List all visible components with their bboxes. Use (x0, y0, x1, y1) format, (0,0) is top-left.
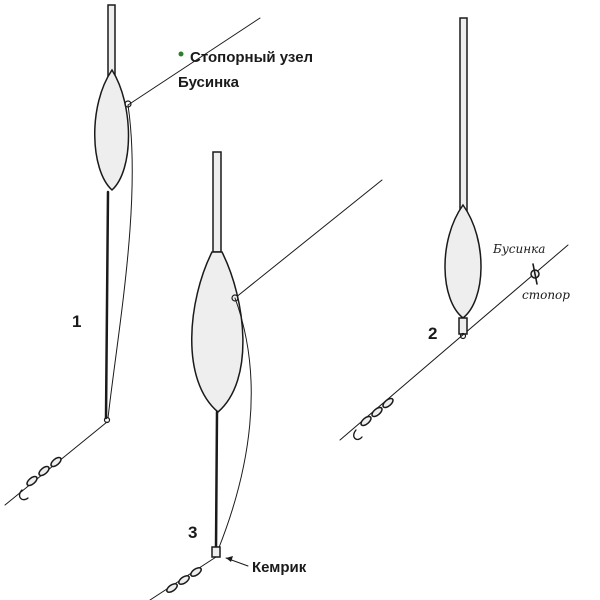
stopper-knot-marker (178, 51, 184, 57)
label-businka-handwritten: Бусинка (492, 242, 545, 256)
float-1: 1 (4, 4, 261, 506)
float-1-number: 1 (72, 312, 81, 331)
float-1-eyelet (124, 100, 132, 108)
float-1-keel (104, 190, 110, 420)
float-2: 2 (339, 17, 569, 441)
float-3-kembrik (211, 546, 221, 558)
label-businka: Бусинка (178, 74, 240, 91)
float-1-line-upper (127, 17, 261, 106)
float-1-line-loop (107, 104, 133, 419)
float-2-stopper (532, 263, 538, 285)
float-3-line-loop (217, 297, 252, 551)
float-3-eyelet (231, 294, 239, 302)
float-2-body (444, 203, 482, 319)
float-3: 3 (149, 151, 383, 600)
float-2-bottom-ring (459, 332, 467, 340)
float-2-hook-icon (353, 397, 394, 441)
label-stopor-uzel: Стопорный узел (190, 49, 313, 66)
float-3-hook-icon (166, 567, 202, 593)
float-3-line-upper (234, 179, 383, 299)
float-3-antenna (212, 151, 222, 253)
label-kembrik: Кемрик (252, 559, 307, 576)
float-2-keel (458, 317, 468, 335)
float-3-body (191, 251, 244, 413)
float-3-keel (214, 410, 219, 550)
float-2-antenna (459, 17, 468, 214)
label-stopor-handwritten: стопор (522, 288, 570, 302)
kembrik-arrow-icon (226, 556, 233, 562)
float-3-number: 3 (188, 523, 197, 542)
float-1-hook-icon (18, 456, 62, 501)
float-1-antenna (107, 4, 116, 81)
float-1-body (94, 68, 130, 192)
float-2-number: 2 (428, 324, 437, 343)
